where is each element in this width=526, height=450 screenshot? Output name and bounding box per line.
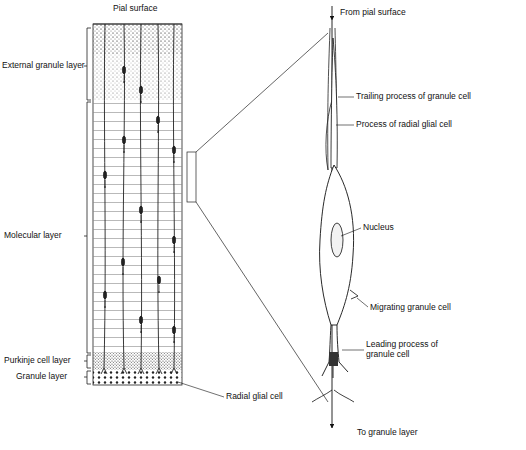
- migrating-cells: [103, 66, 175, 343]
- leader-line: [178, 382, 224, 397]
- leader-line: [341, 228, 361, 236]
- direction-label: To granule layer: [357, 428, 417, 438]
- migrating-cell: [139, 206, 142, 214]
- leader-line: [357, 298, 368, 307]
- granule-cell-body: [320, 165, 354, 325]
- zoom-line: [196, 202, 328, 402]
- radial-fiber: [138, 24, 144, 374]
- migrating-cell: [122, 136, 125, 144]
- migration-arrow: [174, 335, 175, 343]
- migrating-cell: [157, 276, 160, 284]
- leading-process: [322, 325, 348, 378]
- layer-label: External granule layer: [2, 61, 85, 71]
- layer-bracket: [84, 28, 91, 100]
- glial-endfoot: [312, 390, 354, 402]
- migration-arrow: [141, 95, 142, 103]
- external-granule-stipple: [93, 24, 182, 100]
- layer-bracket: [84, 102, 91, 353]
- direction-label: From pial surface: [340, 8, 406, 18]
- radial-fiber: [121, 24, 127, 374]
- layer-bracket: [84, 355, 91, 368]
- migrating-cell: [156, 116, 159, 124]
- leader-line: [338, 97, 354, 98]
- migrating-cell: [172, 326, 175, 334]
- parallel-fibers: [93, 100, 182, 352]
- migration-arrow: [124, 145, 125, 153]
- part-label: Process of radial glial cell: [356, 120, 452, 130]
- cortex-column: [93, 24, 182, 385]
- migrating-cell: [103, 171, 106, 179]
- migrating-cell: [122, 66, 125, 74]
- migrating-cell: [139, 86, 142, 94]
- part-label: Migrating granule cell: [370, 303, 451, 313]
- radial-fiber: [156, 24, 162, 374]
- migration-arrow: [158, 125, 159, 133]
- leader-lines: [178, 97, 368, 397]
- migration-arrow: [159, 285, 160, 293]
- external-granule-stipple: [93, 24, 182, 54]
- migration-arrow: [141, 325, 142, 333]
- direction-arrow: [332, 6, 333, 20]
- surface-label: Pial surface: [113, 4, 157, 14]
- cell-label: Radial glial cell: [226, 392, 283, 402]
- migration-arrow: [141, 215, 142, 223]
- migration-arrow: [105, 300, 106, 308]
- migrating-cell: [139, 316, 142, 324]
- radial-glial-fibers: [101, 24, 177, 374]
- leader-line: [342, 350, 364, 351]
- layer-brackets: [84, 28, 91, 384]
- part-label: Leading process of granule cell: [366, 340, 438, 360]
- layer-label: Purkinje cell layer: [4, 356, 71, 366]
- migrating-cell: [103, 291, 106, 299]
- layer-label: Molecular layer: [4, 231, 62, 241]
- growth-cone: [329, 352, 338, 366]
- trailing-process: [331, 38, 337, 168]
- radial-fiber: [101, 24, 107, 374]
- zoom-box: [187, 152, 196, 202]
- migration-arrow: [123, 267, 124, 275]
- migrating-cell: [172, 146, 175, 154]
- column-outline: [93, 24, 182, 385]
- layer-label: Granule layer: [16, 372, 67, 382]
- pial-edge: [93, 24, 182, 25]
- radial-glial-process: [326, 28, 336, 170]
- migration-arrow: [105, 180, 106, 188]
- part-label: Trailing process of granule cell: [356, 92, 471, 102]
- radial-fiber: [171, 24, 177, 374]
- migration-arrow: [124, 75, 125, 83]
- migrating-cell: [121, 258, 124, 266]
- nucleus: [331, 223, 343, 257]
- purkinje-stipple: [93, 352, 182, 370]
- layer-bracket: [84, 371, 91, 384]
- part-label: Nucleus: [363, 223, 394, 233]
- migration-arrow: [174, 155, 175, 163]
- migrating-cell: [172, 236, 175, 244]
- zoom-line: [196, 33, 328, 152]
- migration-arrow: [174, 245, 175, 253]
- magnified-cell: [312, 6, 358, 428]
- lamellipodium: [350, 290, 358, 299]
- zoom-indicator: [187, 33, 328, 402]
- leader-line: [336, 125, 354, 126]
